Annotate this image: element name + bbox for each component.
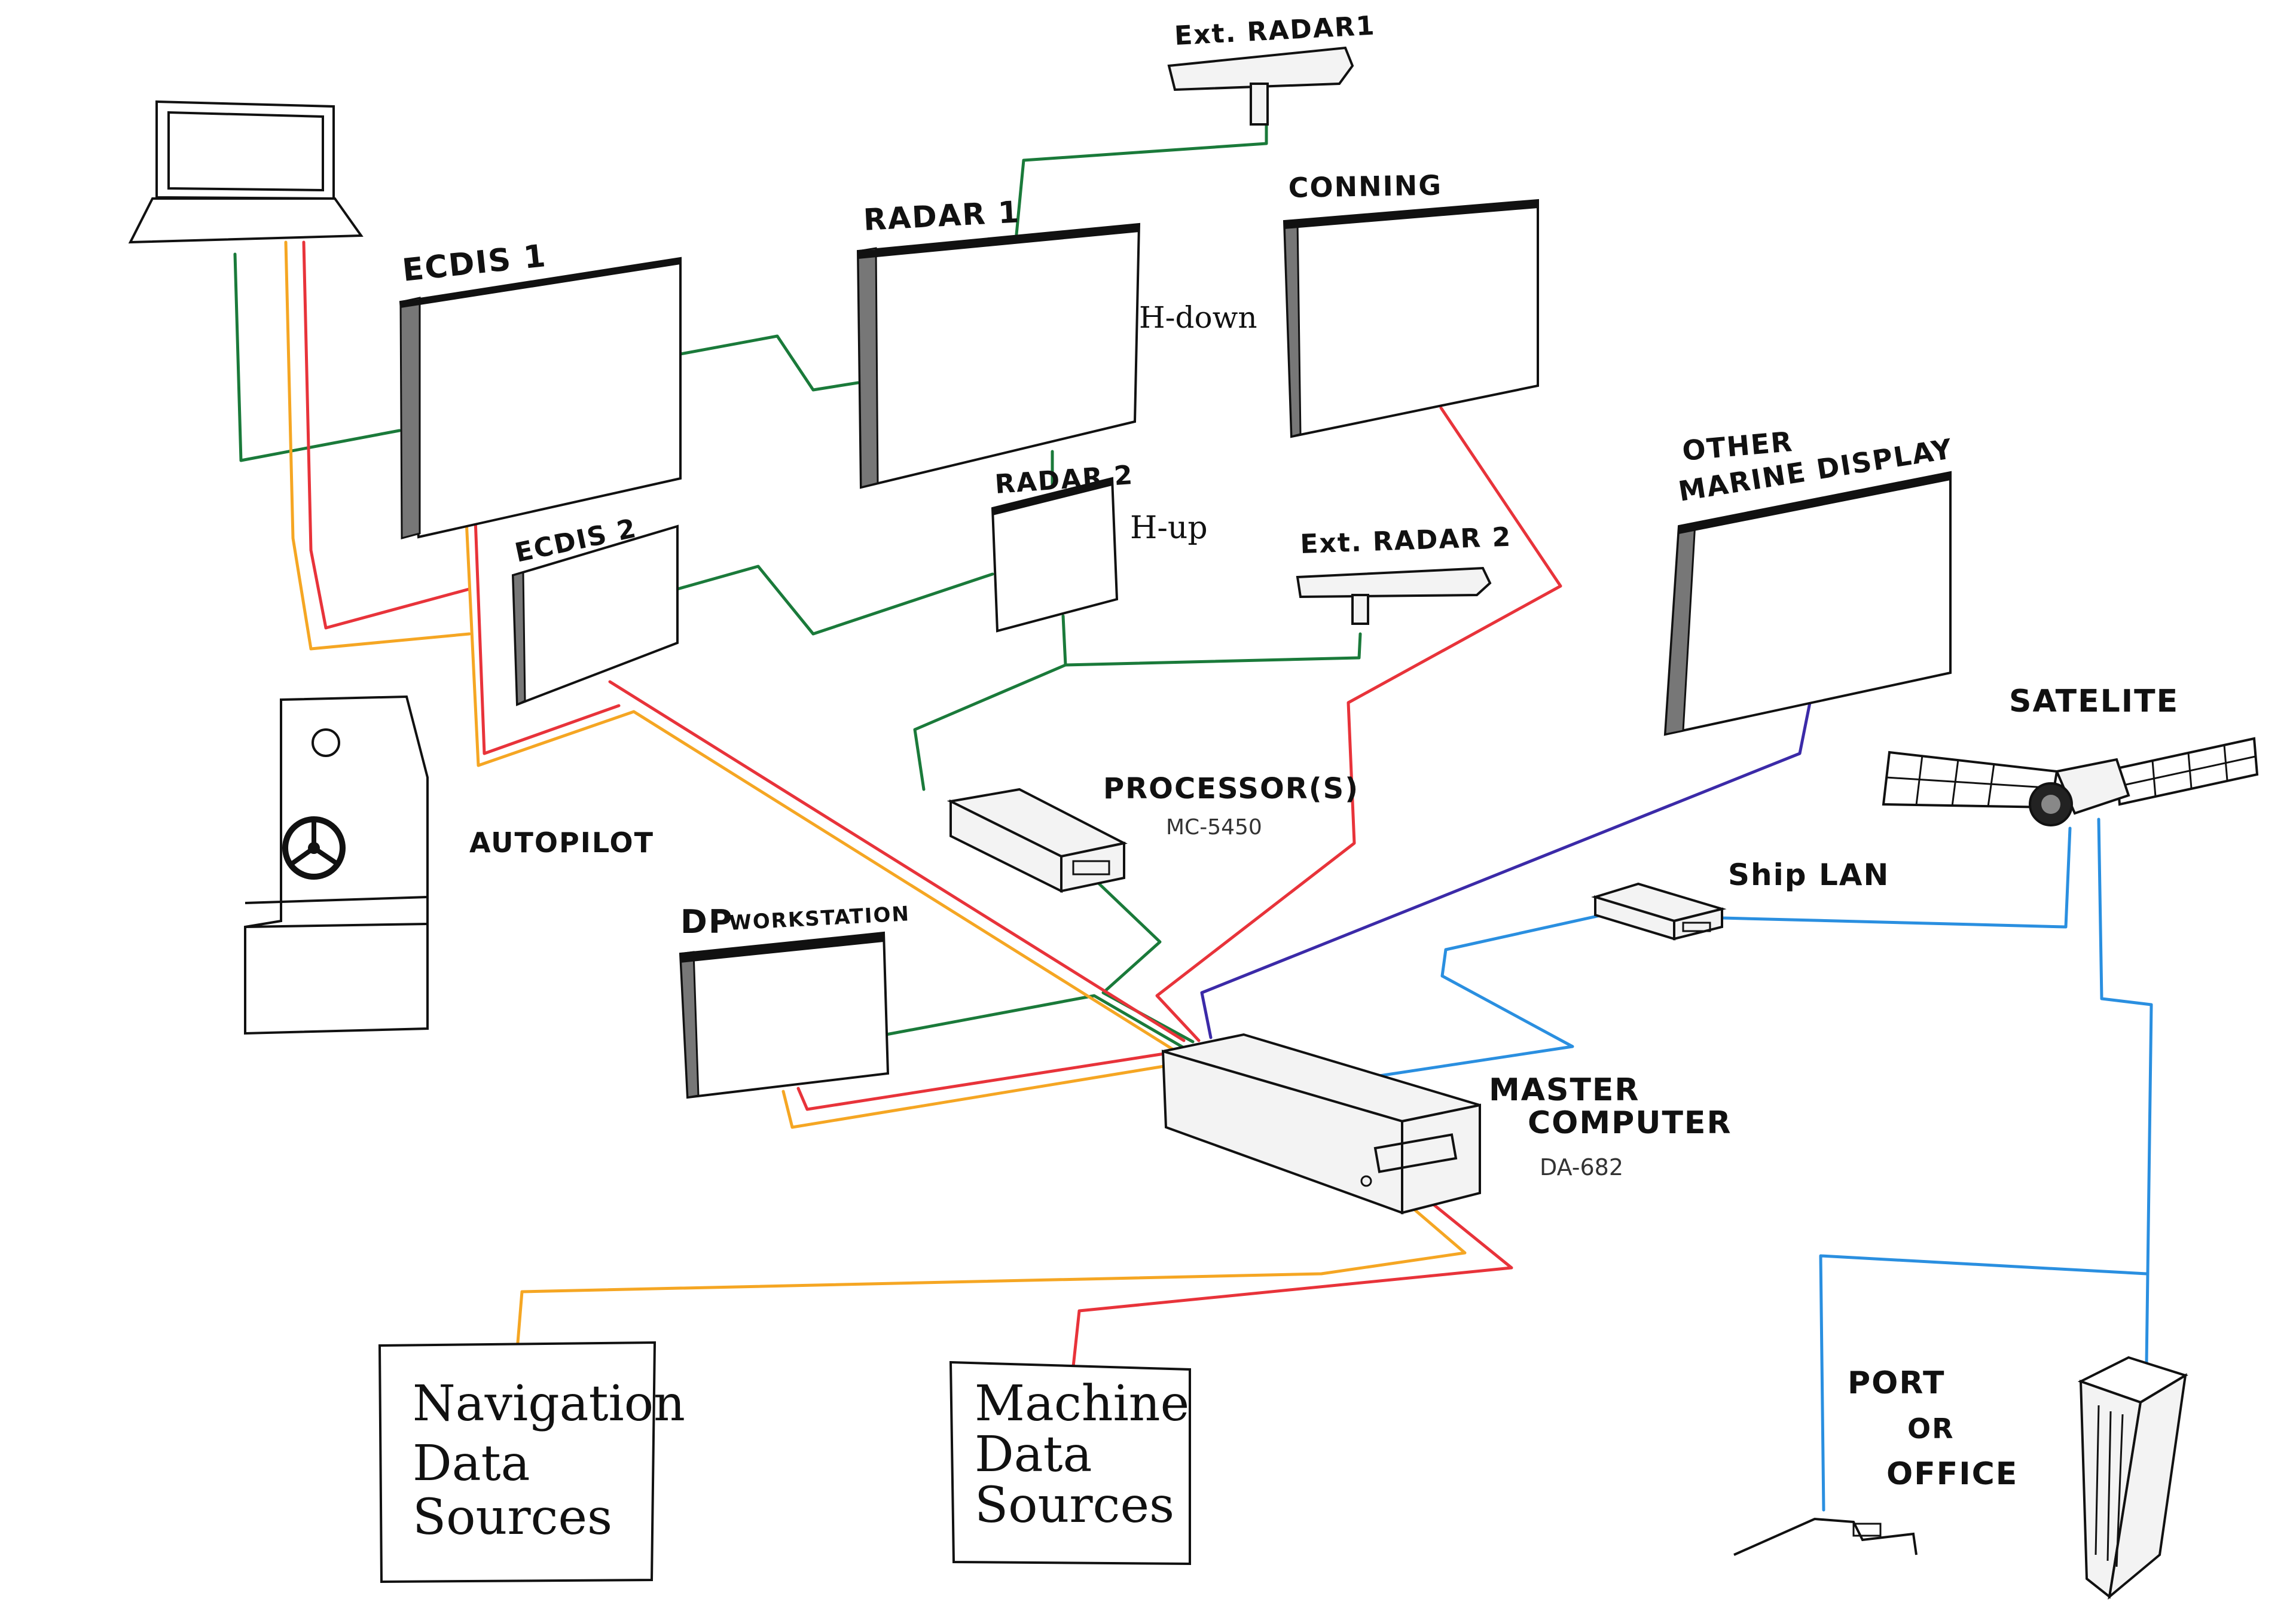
wire-laptop-red	[302, 240, 471, 630]
wire-office-port-blue	[1819, 1254, 2148, 1512]
wire-radar1-extradar1-green	[1015, 123, 1268, 236]
processor-unit: PROCESSOR(S) MC-5450	[947, 772, 1359, 893]
master-model: DA-682	[1540, 1154, 1623, 1180]
processor-label: PROCESSOR(S)	[1103, 772, 1359, 806]
office-building-icon	[2077, 1356, 2188, 1600]
satellite-label: SATELITE	[2009, 684, 2179, 719]
radar2-display: RADAR 2 H-up	[991, 460, 1208, 633]
wire-ecdis1-radar1-green	[679, 334, 860, 392]
h-up-note: H-up	[1130, 510, 1208, 546]
wire-dp-master-red	[796, 1051, 1174, 1111]
h-down-note: H-down	[1139, 300, 1257, 335]
machine-sources-line3: Sources	[975, 1477, 1174, 1534]
ext-radar1-antenna: Ext. RADAR1	[1167, 10, 1376, 126]
other-marine-display: OTHER MARINE DISPLAY	[1663, 425, 1955, 736]
dp-workstation: DP WORKSTATION	[679, 902, 911, 1099]
ecdis1-label: ECDIS 1	[401, 238, 548, 289]
ext-radar2-antenna: Ext. RADAR 2	[1296, 522, 1512, 625]
connections	[233, 123, 2153, 1512]
workstation-label: WORKSTATION	[728, 902, 911, 935]
port-or-office: PORT OR OFFICE	[1733, 1365, 2018, 1556]
ship-lan-switch: Ship LAN	[1591, 858, 1889, 941]
wire-display-master-purple	[1200, 692, 1813, 1039]
nav-sources-line1: Navigation	[413, 1375, 685, 1432]
conning-label: CONNING	[1288, 169, 1442, 204]
dp-label: DP	[680, 903, 733, 941]
master-label-2: COMPUTER	[1528, 1105, 1732, 1141]
wire-dp-master-green	[884, 994, 1189, 1051]
port-label-1: PORT	[1848, 1365, 1946, 1401]
wire-master-nav-orange	[516, 1197, 1467, 1344]
machine-data-sources: Machine Data Sources	[949, 1360, 1191, 1566]
wire-ecdis1-master-orange	[465, 518, 1180, 1054]
ext-radar1-label: Ext. RADAR1	[1174, 10, 1376, 51]
satellite: SATELITE	[1882, 684, 2259, 826]
wire-radar2-processor-green	[913, 663, 1067, 791]
wire-ecdis2-master-red	[608, 680, 1186, 1042]
processor-model: MC-5450	[1166, 815, 1262, 840]
ship-lan-label: Ship LAN	[1728, 858, 1889, 892]
laptop	[128, 100, 364, 244]
wire-conning-master-red	[1155, 406, 1562, 1042]
port-label-2: OR	[1907, 1413, 1955, 1445]
wire-laptop-orange	[284, 240, 471, 651]
wire-radar2-extradar2-green	[1061, 614, 1362, 667]
wire-master-shiplan-blue	[1373, 913, 1604, 1078]
conning-display: CONNING	[1283, 169, 1539, 438]
wire-satellite-office-blue	[2097, 817, 2153, 1365]
navigation-data-sources: Navigation Data Sources	[378, 1341, 685, 1584]
wire-ecdis2-radar2-green	[676, 565, 994, 636]
wire-laptop-ecdis1-green	[233, 252, 401, 462]
radar1-label: RADAR 1	[863, 194, 1021, 237]
master-label-1: MASTER	[1489, 1072, 1639, 1108]
nav-sources-line2: Data	[413, 1435, 530, 1492]
ecdis1-display: ECDIS 1	[399, 238, 682, 539]
autopilot-console: AUTOPILOT	[244, 695, 654, 1035]
ecdis2-display: ECDIS 2	[511, 513, 679, 706]
machine-sources-line2: Data	[975, 1426, 1092, 1483]
wire-master-machine-red	[1071, 1194, 1513, 1368]
ext-radar2-label: Ext. RADAR 2	[1300, 522, 1512, 560]
master-computer: MASTER COMPUTER DA-682	[1161, 1033, 1732, 1215]
autopilot-label: AUTOPILOT	[469, 826, 654, 859]
steering-wheel-icon	[282, 816, 346, 880]
wire-dp-master-orange	[781, 1063, 1177, 1129]
wire-ecdis1-master-red	[474, 517, 621, 755]
wire-shiplan-satellite-blue	[1720, 826, 2072, 929]
machine-sources-line1: Machine	[975, 1375, 1189, 1432]
radar1-display: RADAR 1 H-down	[856, 194, 1257, 489]
nav-sources-line3: Sources	[413, 1489, 612, 1546]
port-label-3: OFFICE	[1886, 1456, 2018, 1492]
